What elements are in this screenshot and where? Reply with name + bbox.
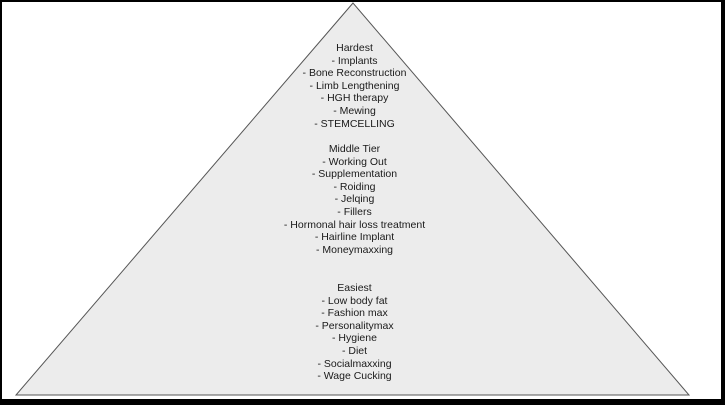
list-item: - Hormonal hair loss treatment [283, 218, 426, 231]
list-item: - Low body fat [321, 294, 388, 307]
list-item: - Working Out [322, 155, 387, 168]
list-item: - Hygiene [332, 332, 377, 345]
tier-hardest: Hardest - Implants - Bone Reconstruction… [2, 42, 707, 130]
list-item: - HGH therapy [320, 92, 389, 105]
list-item: - Mewing [333, 104, 376, 117]
tier-middle: Middle Tier - Working Out - Supplementat… [2, 143, 707, 256]
list-item: - Socialmaxxing [317, 357, 392, 370]
diagram-frame: Hardest - Implants - Bone Reconstruction… [2, 2, 721, 399]
tier-heading: Easiest [337, 282, 372, 294]
tier-heading: Hardest [336, 42, 373, 54]
list-item: - Limb Lengthening [309, 79, 400, 92]
list-item: - Supplementation [311, 168, 398, 181]
tier-easiest: Easiest - Low body fat - Fashion max - P… [2, 282, 707, 383]
list-item: - Roiding [333, 180, 376, 193]
list-item: - Implants [331, 54, 378, 67]
pyramid-shape [14, 2, 691, 396]
list-item: - Personalitymax [315, 319, 394, 332]
pyramid-triangle [14, 2, 691, 396]
list-item: - Fashion max [321, 307, 388, 320]
list-item: - Moneymaxxing [315, 243, 394, 256]
list-item: - Diet [341, 344, 368, 357]
list-item: - Fillers [337, 205, 372, 218]
list-item: - Hairline Implant [314, 231, 395, 244]
list-item: - Bone Reconstruction [302, 67, 407, 80]
list-item: - Jelqing [334, 193, 375, 206]
list-item: - STEMCELLING [314, 117, 395, 130]
tier-heading: Middle Tier [328, 143, 381, 155]
list-item: - Wage Cucking [317, 370, 392, 383]
